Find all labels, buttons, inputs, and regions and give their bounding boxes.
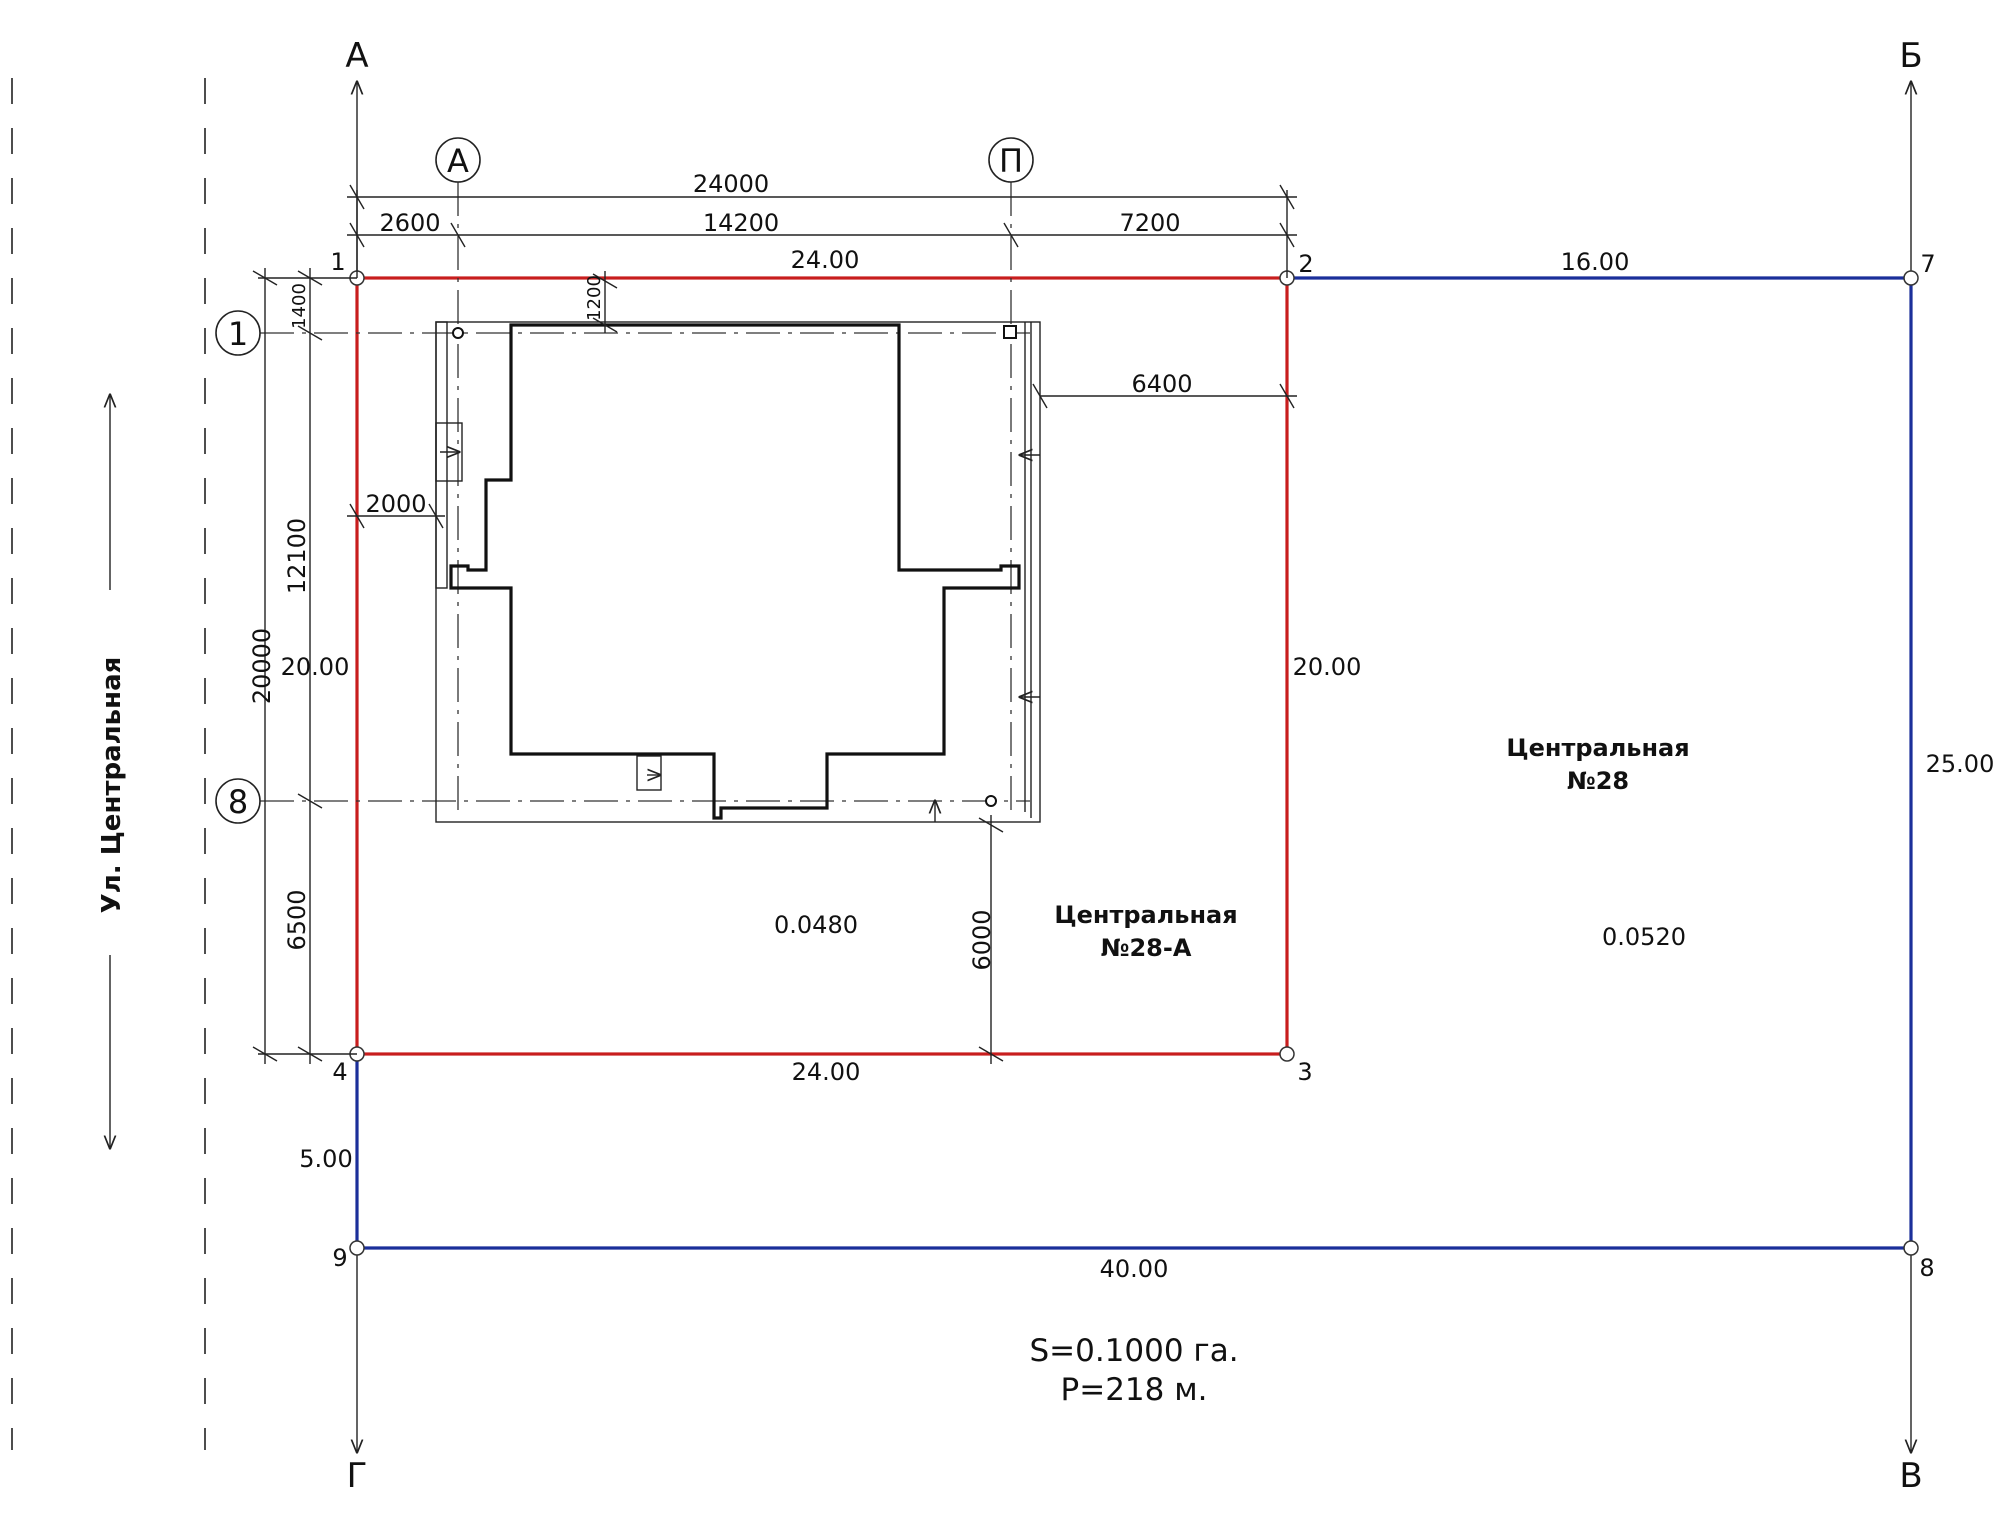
parcel-28-name: Центральная: [1506, 734, 1689, 762]
section-axis-g: Г: [347, 1456, 368, 1496]
svg-text:1: 1: [228, 315, 248, 353]
point-7: 7: [1920, 250, 1935, 278]
building-footprint: [435, 321, 1041, 823]
svg-text:8: 8: [228, 783, 248, 821]
section-axis-a: А: [345, 36, 368, 76]
grid-axis-lines: [260, 182, 1030, 815]
grid-bubble-8: 8: [215, 778, 261, 824]
svg-text:П: П: [999, 142, 1023, 180]
grid-bubble-p: П: [988, 137, 1034, 183]
len-left-red: 20.00: [281, 653, 350, 681]
point-8: 8: [1919, 1254, 1934, 1282]
point-1: 1: [330, 248, 345, 276]
point-4: 4: [332, 1058, 347, 1086]
dimension-lines: [252, 184, 1297, 1064]
section-axis-v: В: [1899, 1456, 1922, 1496]
len-right-blue: 25.00: [1926, 750, 1995, 778]
len-top-blue: 16.00: [1561, 248, 1630, 276]
len-top-red: 24.00: [791, 246, 860, 274]
point-2: 2: [1298, 250, 1313, 278]
dim-building-depth: 12100: [283, 518, 311, 594]
parcel-28-boundary: [355, 276, 1913, 1250]
grid-bubble-a: А: [435, 137, 481, 183]
dim-overall: 24000: [693, 170, 769, 198]
parcel-28-area: 0.0520: [1602, 923, 1686, 951]
len-right-red: 20.00: [1293, 653, 1362, 681]
section-axis-b: Б: [1899, 36, 1922, 76]
point-9: 9: [332, 1244, 347, 1272]
dim-left-offset: 2600: [379, 209, 440, 237]
parcel-28a-number: №28-А: [1101, 934, 1192, 962]
grid-bubble-1: 1: [215, 310, 261, 356]
summary-area: S=0.1000 га.: [1029, 1333, 1238, 1369]
parcel-28a-name: Центральная: [1054, 901, 1237, 929]
dim-top-offset-1400: 1400: [289, 283, 310, 329]
summary-perimeter: P=218 м.: [1061, 1372, 1208, 1408]
point-3: 3: [1297, 1058, 1312, 1086]
dim-total-depth: 20000: [248, 628, 276, 704]
dim-top-offset-1200: 1200: [584, 275, 605, 321]
street-label: Ул. Центральная: [97, 657, 127, 914]
svg-text:А: А: [447, 142, 469, 180]
parcel-28-number: №28: [1567, 767, 1629, 795]
dim-bottom-offset: 6000: [968, 909, 996, 970]
dim-front-offset: 6500: [283, 889, 311, 950]
len-bottom-blue: 40.00: [1100, 1255, 1169, 1283]
dim-left-gap: 2000: [365, 490, 426, 518]
dim-building-width: 14200: [703, 209, 779, 237]
parcel-28a-boundary: [355, 276, 1289, 1056]
dim-right-gap: 6400: [1131, 370, 1192, 398]
boundary-nodes: [349, 270, 1919, 1256]
len-left-blue: 5.00: [299, 1145, 352, 1173]
dim-right-offset: 7200: [1119, 209, 1180, 237]
parcel-28a-area: 0.0480: [774, 911, 858, 939]
len-bottom-red: 24.00: [792, 1058, 861, 1086]
